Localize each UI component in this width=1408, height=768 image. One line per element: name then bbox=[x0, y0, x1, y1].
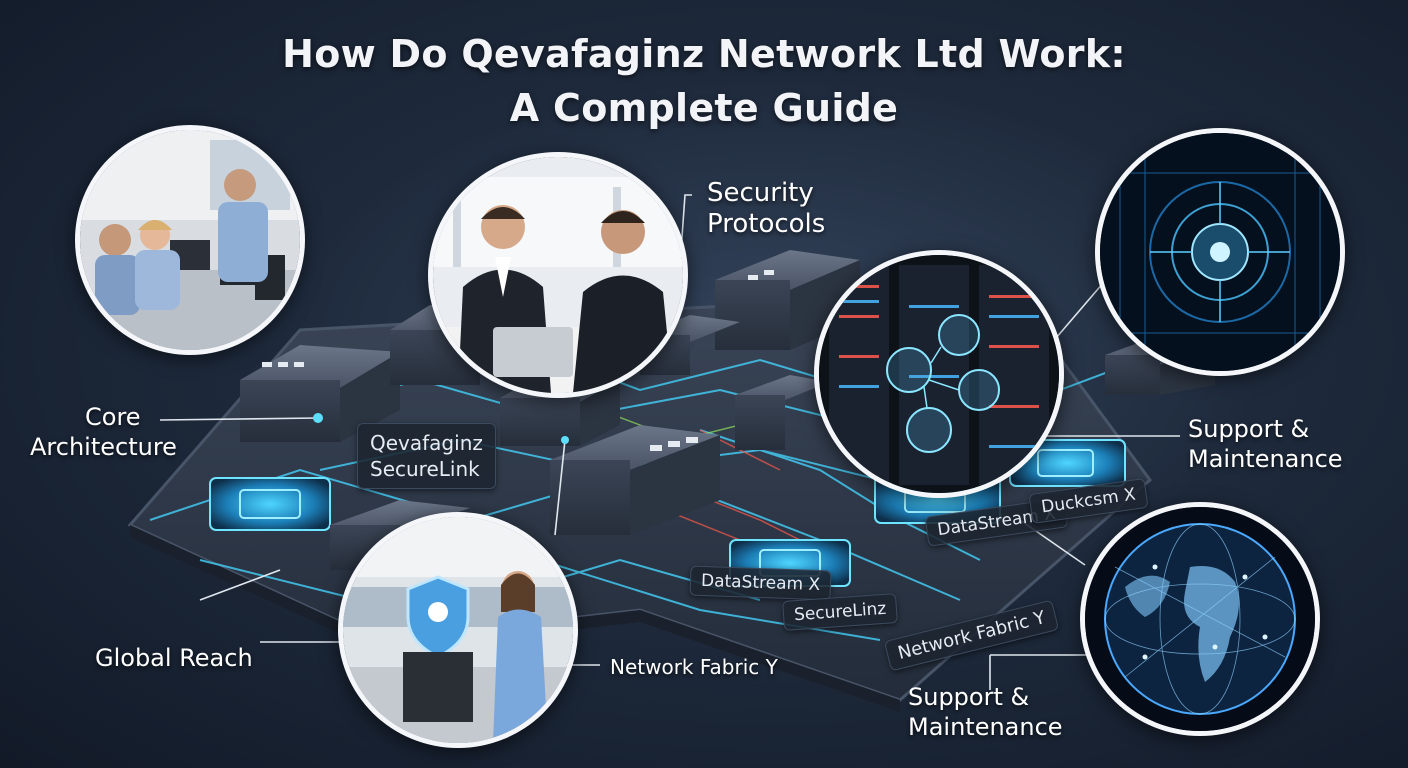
photo-global-network bbox=[1080, 502, 1320, 736]
label-support-maintenance-bottom: Support &Maintenance bbox=[908, 683, 1063, 741]
page-title-line-2: A Complete Guide bbox=[509, 86, 899, 130]
photo-server-rack-security bbox=[814, 250, 1064, 498]
photo-security-office bbox=[338, 512, 578, 748]
chip-datastream-center: DataStream X bbox=[689, 565, 832, 601]
page-title-line-1: How Do Qevafaginz Network Ltd Work: bbox=[282, 32, 1126, 76]
photo-business-meeting bbox=[428, 152, 688, 398]
server-box-top-right bbox=[715, 250, 860, 350]
server-box-center bbox=[550, 425, 720, 535]
label-support-maintenance-right: Support &Maintenance bbox=[1188, 415, 1343, 473]
server-box-right bbox=[735, 375, 830, 450]
photo-team-office bbox=[75, 125, 305, 355]
server-box-left bbox=[240, 345, 400, 442]
label-network-fabric: Network Fabric Y bbox=[610, 655, 778, 679]
photo-digital-circuit bbox=[1095, 128, 1345, 376]
label-global-reach: Global Reach bbox=[95, 644, 253, 672]
glow-chip-left bbox=[209, 477, 331, 531]
chip-qevafaginz-securelink: Qevafaginz SecureLink bbox=[357, 423, 496, 489]
